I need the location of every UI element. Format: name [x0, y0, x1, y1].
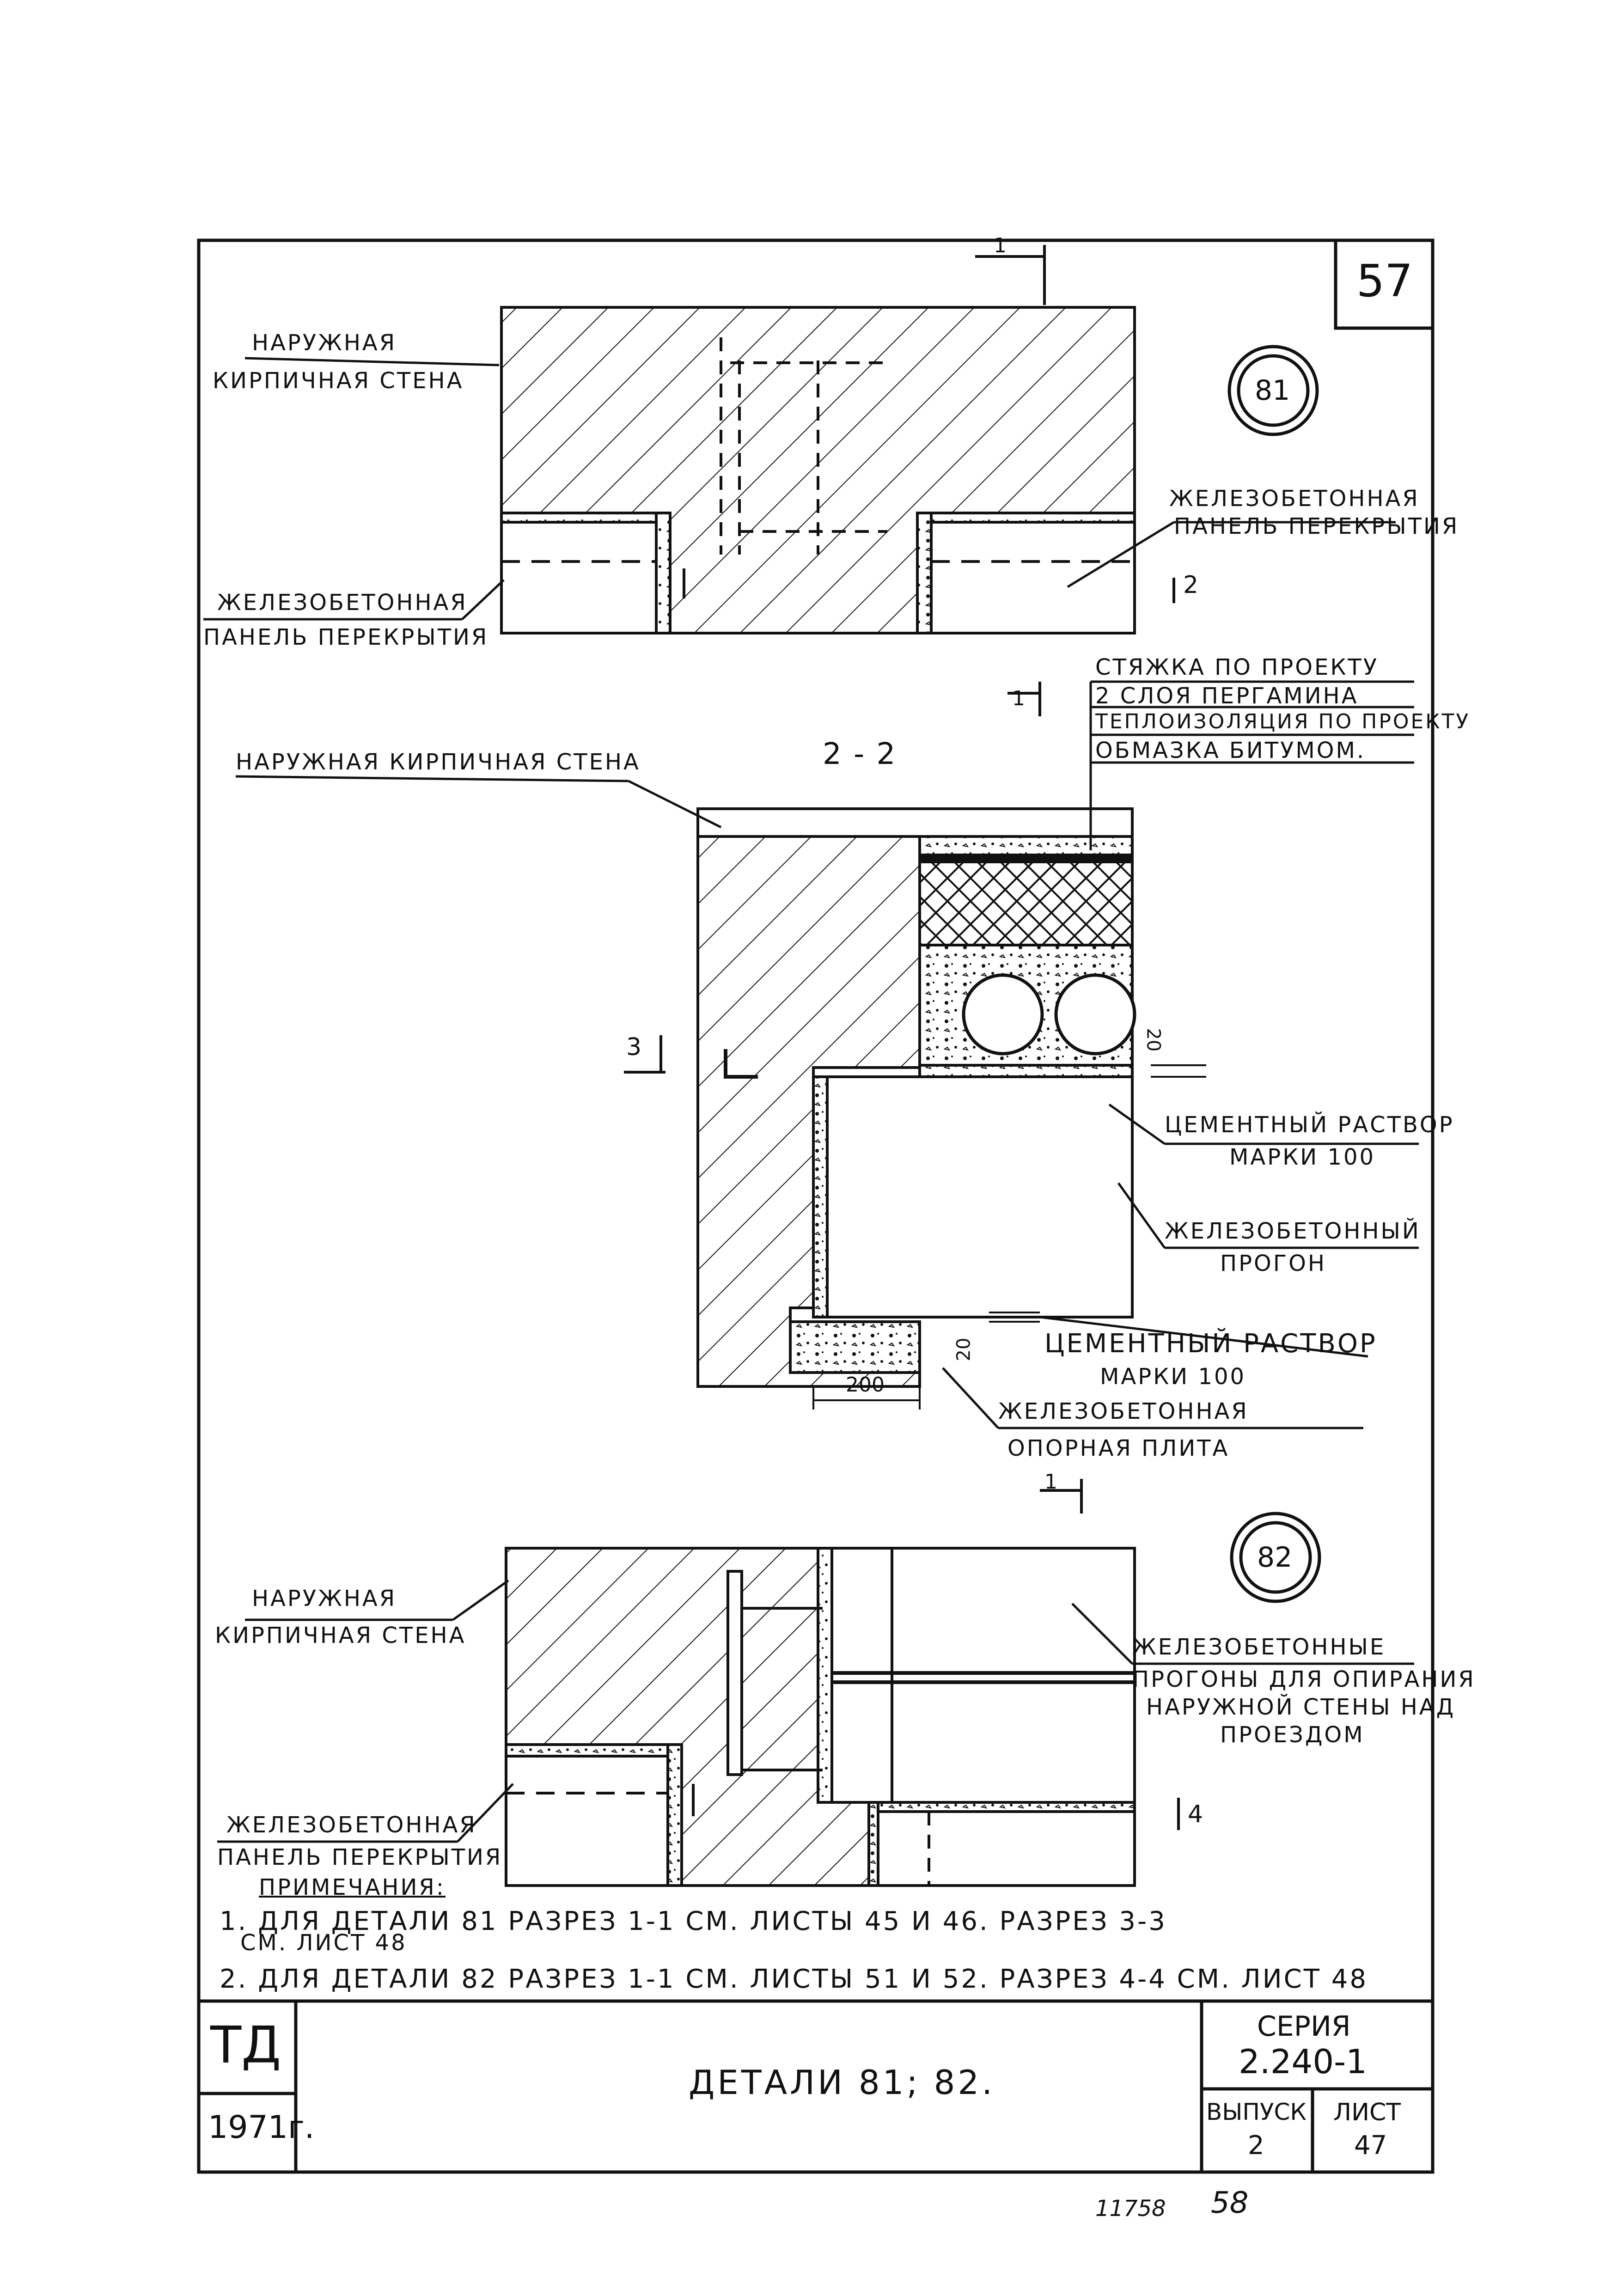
issue-label: ВЫПУСК — [1206, 2099, 1307, 2125]
label-mortar-b: МАРКИ 100 — [1229, 1144, 1376, 1170]
section-mark-3: 3 — [626, 1033, 642, 1061]
label-purlins82-a: ЖЕЛЕЗОБЕТОННЫЕ — [1132, 1634, 1386, 1660]
section-2-2 — [624, 682, 1206, 1410]
sheet-value: 47 — [1354, 2130, 1387, 2161]
leaders-81 — [203, 357, 1396, 621]
label-wall82-b: КИРПИЧНАЯ СТЕНА — [215, 1623, 466, 1648]
label-screed: СТЯЖКА ПО ПРОЕКТУ — [1095, 654, 1379, 680]
series-label: СЕРИЯ — [1257, 2010, 1351, 2043]
label-wall82-a: НАРУЖНАЯ — [252, 1586, 397, 1611]
section-mark-1-top: 1 — [994, 234, 1007, 257]
year: 1971г. — [208, 2109, 315, 2146]
detail-82-marker-label: 82 — [1257, 1541, 1293, 1574]
label-rc-panel-a: ЖЕЛЕЗОБЕТОННАЯ — [1169, 486, 1420, 512]
inventory-number: 11758 — [1095, 2196, 1166, 2222]
section-mark-1-mid: 1 — [1012, 687, 1025, 710]
label-pergamin: 2 СЛОЯ ПЕРГАМИНА — [1095, 683, 1359, 709]
label-outer-wall-full: НАРУЖНАЯ КИРПИЧНАЯ СТЕНА — [236, 749, 641, 775]
note-1-line-b: СМ. ЛИСТ 48 — [240, 1930, 407, 1956]
issue-value: 2 — [1248, 2130, 1264, 2161]
section-mark-1-82: 1 — [1044, 1470, 1057, 1494]
label-panel82-a: ЖЕЛЕЗОБЕТОННАЯ — [226, 1812, 477, 1838]
leaders-2-2 — [235, 680, 1419, 1429]
label-mortar2-b: МАРКИ 100 — [1100, 1364, 1246, 1390]
note-1-line-a: 1. ДЛЯ ДЕТАЛИ 81 РАЗРЕЗ 1-1 СМ. ЛИСТЫ 45… — [220, 1906, 1167, 1936]
dim-20-a: 20 — [1142, 1028, 1164, 1052]
label-outer-wall-b: КИРПИЧНАЯ СТЕНА — [213, 368, 464, 394]
label-support-plate-a: ЖЕЛЕЗОБЕТОННАЯ — [998, 1398, 1249, 1424]
detail-markers — [1227, 345, 1321, 1603]
label-insulation: ТЕПЛОИЗОЛЯЦИЯ ПО ПРОЕКТУ — [1095, 710, 1471, 733]
label-rc-purlin-a: ЖЕЛЕЗОБЕТОННЫЙ — [1165, 1218, 1421, 1244]
note-2: 2. ДЛЯ ДЕТАЛИ 82 РАЗРЕЗ 1-1 СМ. ЛИСТЫ 51… — [220, 1964, 1368, 1994]
detail-81-plan — [500, 245, 1175, 635]
sheet-number: 57 — [1356, 255, 1413, 307]
section-2-2-title: 2 - 2 — [823, 737, 897, 771]
label-purlins82-c: НАРУЖНОЙ СТЕНЫ НАД — [1146, 1694, 1456, 1720]
title-block — [197, 1999, 1435, 2174]
label-rc-panel-b: ПАНЕЛЬ ПЕРЕКРЫТИЯ — [1174, 513, 1459, 539]
label-rc-panel-d: ПАНЕЛЬ ПЕРЕКРЫТИЯ — [203, 624, 489, 650]
dim-200: 200 — [846, 1373, 885, 1397]
org-code: ТД — [210, 2015, 281, 2075]
label-support-plate-b: ОПОРНАЯ ПЛИТА — [1007, 1435, 1230, 1461]
label-purlins82-b: ПРОГОНЫ ДЛЯ ОПИРАНИЯ — [1132, 1666, 1476, 1692]
page-number: 58 — [1211, 2186, 1249, 2220]
label-rc-purlin-b: ПРОГОН — [1220, 1251, 1326, 1276]
sheet-label: ЛИСТ — [1333, 2099, 1401, 2126]
detail-82-plan — [505, 1479, 1180, 1887]
label-bitumen: ОБМАЗКА БИТУМОМ. — [1095, 738, 1366, 763]
drawing-title: ДЕТАЛИ 81; 82. — [689, 2063, 995, 2102]
notes-heading: ПРИМЕЧАНИЯ: — [259, 1874, 446, 1900]
leaders-82 — [217, 1579, 1414, 1843]
label-purlins82-d: ПРОЕЗДОМ — [1220, 1722, 1365, 1748]
label-rc-panel-c: ЖЕЛЕЗОБЕТОННАЯ — [217, 590, 468, 616]
detail-81-marker-label: 81 — [1255, 374, 1290, 407]
label-mortar2-a: ЦЕМЕНТНЫЙ РАСТВОР — [1044, 1329, 1377, 1359]
section-mark-4: 4 — [1188, 1801, 1203, 1828]
series-value: 2.240-1 — [1239, 2042, 1367, 2081]
label-mortar-a: ЦЕМЕНТНЫЙ РАСТВОР — [1165, 1112, 1454, 1138]
label-outer-wall-a: НАРУЖНАЯ — [252, 330, 397, 356]
label-panel82-b: ПАНЕЛЬ ПЕРЕКРЫТИЯ — [217, 1844, 503, 1870]
section-mark-2: 2 — [1183, 571, 1199, 599]
dim-20-b: 20 — [953, 1337, 975, 1361]
